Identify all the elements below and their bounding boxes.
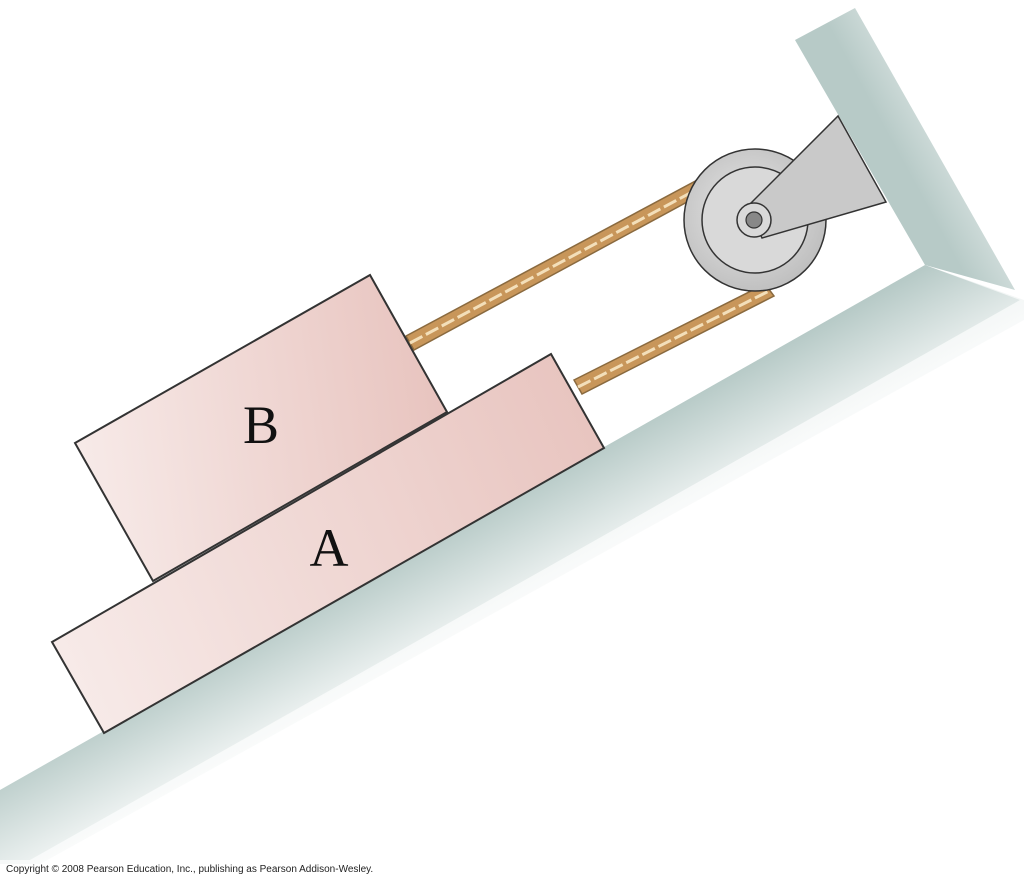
incline-shadow — [0, 265, 1024, 864]
block-b-label: B — [243, 395, 279, 455]
copyright-text: Copyright © 2008 Pearson Education, Inc.… — [6, 864, 374, 875]
block-b — [73, 273, 449, 583]
upper-rope — [404, 169, 726, 352]
block-a — [50, 352, 606, 735]
axle — [736, 202, 772, 238]
block-a-label: A — [310, 518, 349, 578]
wall — [795, 8, 1015, 290]
lower-rope — [572, 283, 776, 395]
